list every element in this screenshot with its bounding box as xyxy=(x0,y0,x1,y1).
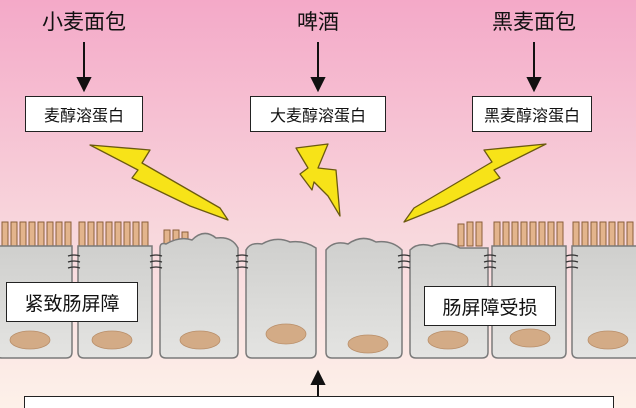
cell-5 xyxy=(325,237,403,359)
nucleus-6 xyxy=(427,330,469,350)
source-label-beer: 啤酒 xyxy=(297,10,339,34)
nucleus-2 xyxy=(91,330,133,350)
arrowhead-wheat xyxy=(76,77,92,93)
source-label-wheat-bread: 小麦面包 xyxy=(42,10,126,34)
lightning-left-icon xyxy=(89,144,229,221)
tight-junctions xyxy=(67,254,579,269)
nucleus-7 xyxy=(509,328,551,348)
villi-left xyxy=(1,221,189,249)
bottom-arrow xyxy=(310,369,326,396)
cell-3 xyxy=(159,232,239,359)
protein-box-barley-hordein: 大麦醇溶蛋白 xyxy=(250,96,386,132)
lightning-right-icon xyxy=(403,143,547,223)
bottom-caption-box xyxy=(24,396,614,408)
source-arrows xyxy=(76,42,542,93)
nucleus-4 xyxy=(265,323,307,345)
lightning-bolts xyxy=(89,143,547,223)
protein-box-rye-secalin: 黑麦醇溶蛋白 xyxy=(472,96,592,132)
damaged-barrier-label: 肠屏障受损 xyxy=(424,286,556,326)
arrowhead-beer xyxy=(310,77,326,93)
arrowhead-up-icon xyxy=(310,369,326,385)
intact-barrier-label: 紧致肠屏障 xyxy=(6,282,138,322)
arrowhead-rye xyxy=(526,77,542,93)
lightning-center-icon xyxy=(295,143,341,217)
cell-8 xyxy=(571,245,636,359)
nucleus-3 xyxy=(179,330,221,350)
nuclei xyxy=(9,323,629,354)
nucleus-5 xyxy=(347,334,389,354)
protein-box-wheat-gliadin: 麦醇溶蛋白 xyxy=(25,96,143,132)
nucleus-1 xyxy=(9,330,51,350)
nucleus-8 xyxy=(587,330,629,350)
source-label-rye-bread: 黑麦面包 xyxy=(492,10,576,34)
